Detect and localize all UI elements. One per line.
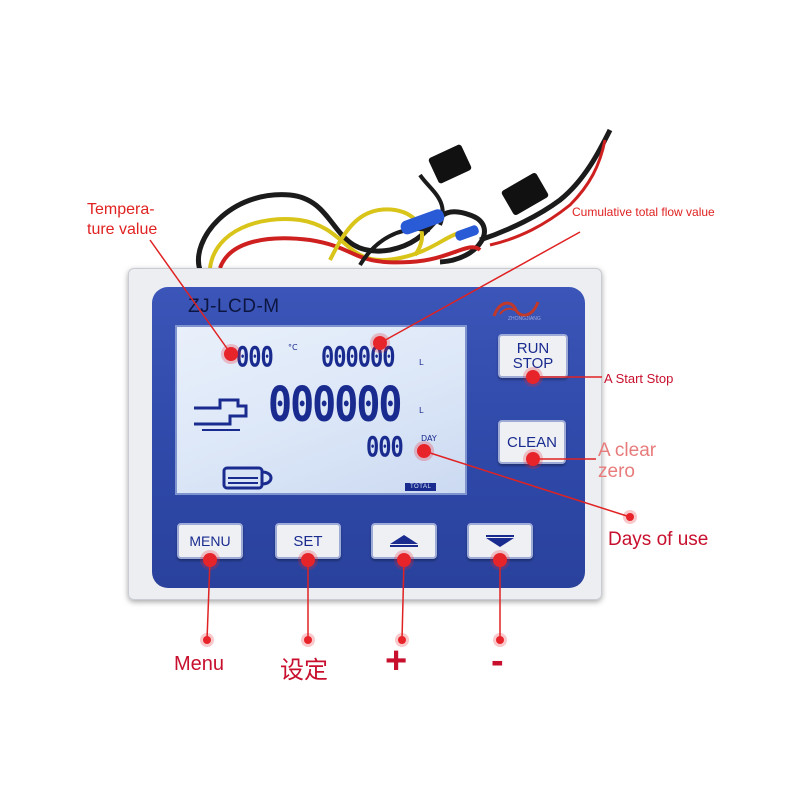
cup-icon [222,466,273,490]
faucet-icon [194,398,248,431]
start-stop-marker [526,370,540,384]
brand-text: ZHONGJIANG [508,316,541,322]
plus-end-dot [398,636,406,644]
plus-annotation: + [385,640,408,682]
minus-annotation: - [491,640,504,682]
set-end-dot [304,636,312,644]
cumulative-unit: L [419,358,424,367]
total-badge: TOTAL [405,483,437,491]
temperature-readout: 000 [236,342,274,374]
temperature-annotation: Tempera- ture value [87,201,158,238]
flow-readout: 000000 [268,378,402,434]
days-marker [417,444,431,458]
down-marker [493,553,507,567]
up-arrow-icon [390,535,418,547]
clear-zero-marker [526,452,540,466]
days-end-dot [626,513,634,521]
days-readout: 000 [366,432,404,464]
days-unit: DAY [421,434,437,443]
menu-annotation: Menu [174,653,225,675]
up-marker [397,553,411,567]
menu-marker [203,553,217,567]
flow-unit: L [419,406,424,415]
cumulative-marker [373,336,387,350]
clear-zero-annotation: A clear zero [598,440,657,482]
model-label: ZJ-LCD-M [188,296,280,317]
start-stop-annotation: A Start Stop [604,371,674,386]
set-marker [301,553,315,567]
temperature-unit: °C [288,343,298,352]
menu-end-dot [203,636,211,644]
days-annotation: Days of use [608,529,709,550]
minus-end-dot [496,636,504,644]
temperature-marker [224,347,238,361]
down-arrow-icon [486,535,514,547]
cumulative-annotation: Cumulative total flow value [572,205,715,219]
set-annotation: 设定 [280,657,328,684]
